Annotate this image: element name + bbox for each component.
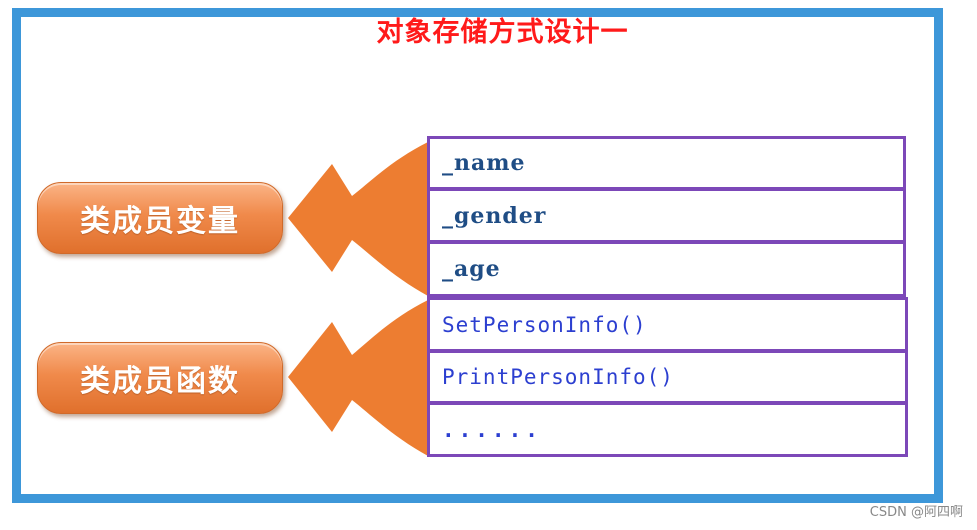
function-cell-set-person-info: SetPersonInfo() (427, 297, 908, 352)
variable-cell-gender: _gender (427, 188, 906, 243)
arrow-to-member-functions (288, 300, 428, 456)
diagram-title: 对象存储方式设计一 (376, 17, 629, 48)
member-functions-label: 类成员函数 (37, 342, 283, 414)
member-variables-label: 类成员变量 (37, 182, 283, 254)
function-cell-print-person-info: PrintPersonInfo() (427, 350, 908, 404)
variable-cell-age: _age (427, 241, 906, 297)
variable-cell-name: _name (427, 136, 906, 190)
watermark: CSDN @阿四啊 (869, 505, 963, 520)
function-cell-ellipsis: ...... (427, 402, 908, 457)
arrow-to-member-variables (288, 142, 428, 296)
